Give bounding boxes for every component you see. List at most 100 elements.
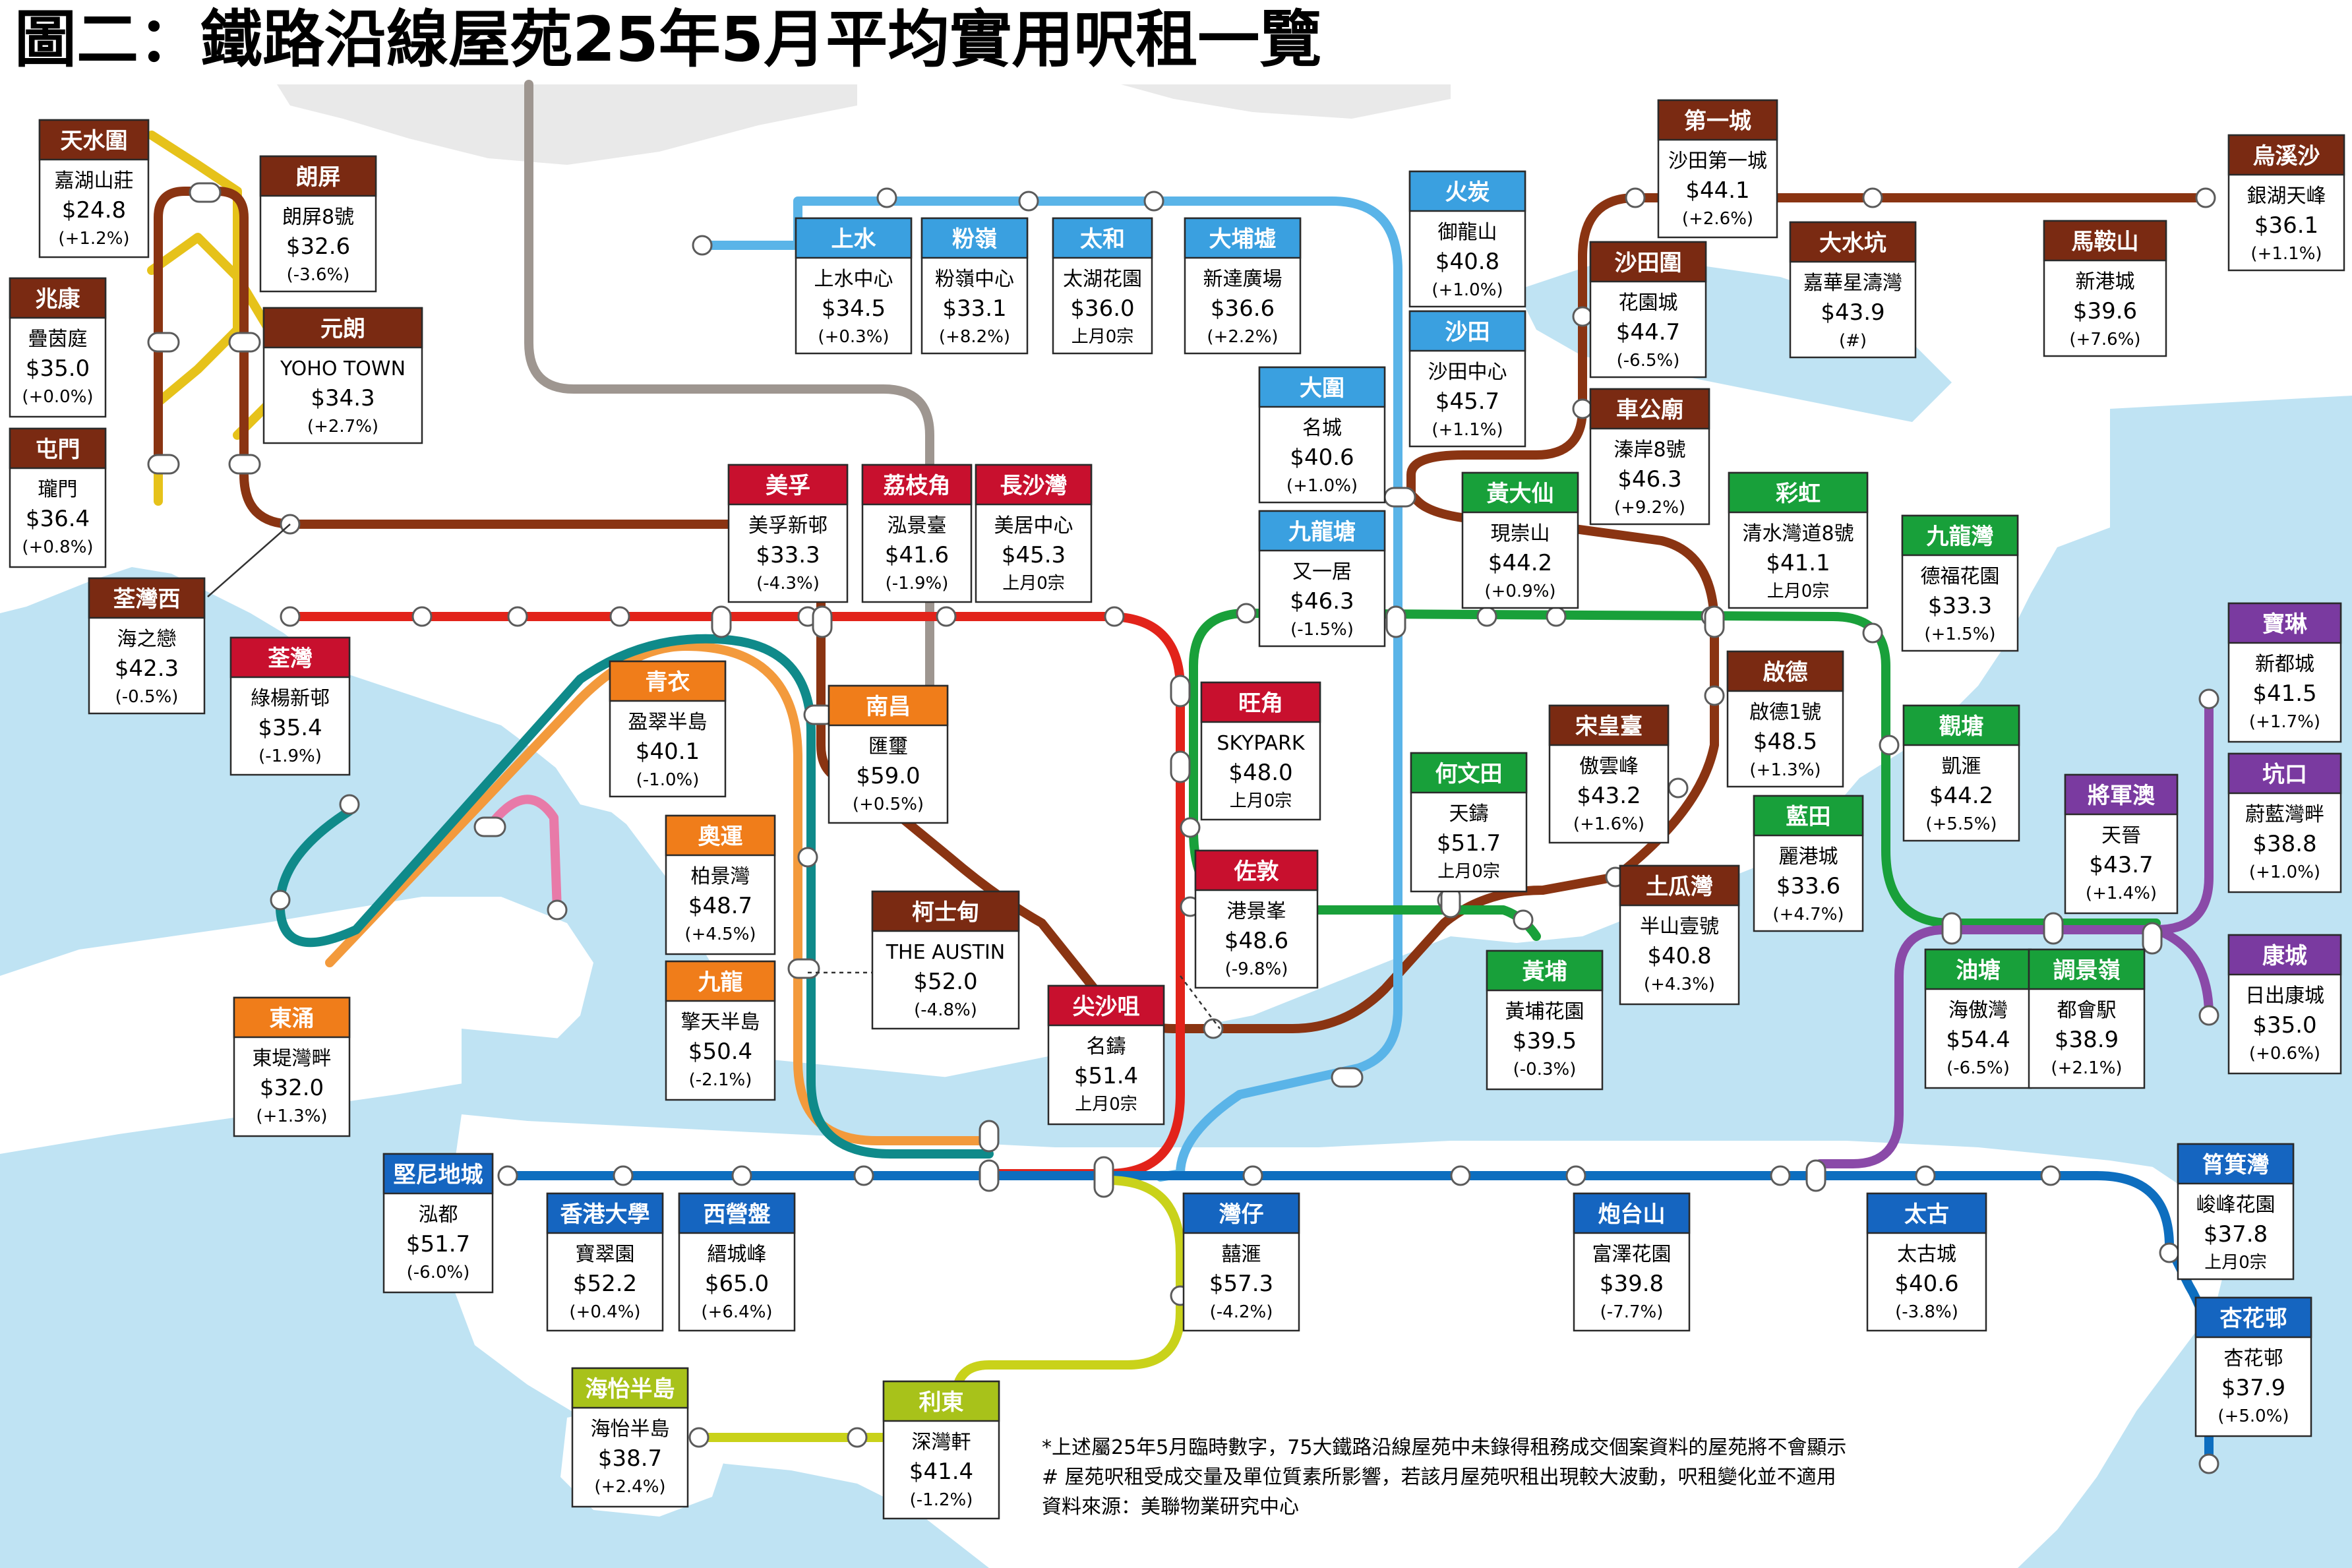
rent-value: $38.8 xyxy=(2252,831,2316,857)
station-box-header xyxy=(262,307,423,349)
station-box-header xyxy=(828,684,949,727)
station-box-header xyxy=(382,1153,494,1195)
footnote-provisional: *上述屬25年5月臨時數字，75大鐵路沿線屋苑中未錄得租務成交個案資料的屋苑將不… xyxy=(1042,1436,1846,1459)
station-box-header xyxy=(1258,366,1386,408)
rent-value: $39.6 xyxy=(2073,298,2137,324)
station-box-header xyxy=(1902,704,2020,746)
rent-value: $34.3 xyxy=(311,385,375,411)
station-box-header xyxy=(609,660,727,702)
station-name: 青衣 xyxy=(646,669,690,696)
rent-value: $24.8 xyxy=(62,197,126,224)
rent-change: 上月0宗 xyxy=(1071,327,1134,347)
rent-value: $35.4 xyxy=(258,715,322,741)
line-tsuen-wan xyxy=(286,612,1185,1178)
station-name: 火炭 xyxy=(1445,179,1490,206)
rent-change: (+1.7%) xyxy=(2249,712,2320,732)
rent-change: (+4.5%) xyxy=(684,924,756,944)
estate-name: 海怡半島 xyxy=(591,1418,670,1441)
estate-name: 東堤灣畔 xyxy=(253,1047,332,1070)
station-name: 南昌 xyxy=(866,694,911,720)
rent-value: $48.6 xyxy=(1224,928,1288,954)
estate-name: 銀湖天峰 xyxy=(2247,185,2326,208)
station-name: 尖沙咀 xyxy=(1073,994,1140,1020)
rent-value: $52.0 xyxy=(913,969,977,995)
station-box-header xyxy=(1184,217,1302,259)
estate-name: 海傲灣 xyxy=(1948,999,2008,1022)
station-name: 九龍 xyxy=(698,969,743,996)
rent-change: (+8.2%) xyxy=(939,327,1010,347)
rent-value: $33.3 xyxy=(756,542,820,568)
rent-change: (+1.3%) xyxy=(1749,760,1821,780)
rent-change: (-7.7%) xyxy=(1600,1302,1664,1322)
rent-change: (-3.8%) xyxy=(1895,1302,1958,1322)
rent-value: $46.3 xyxy=(1290,588,1354,615)
rent-value: $38.9 xyxy=(2055,1027,2119,1053)
station-box-header xyxy=(1901,514,2019,557)
station-name: 第一城 xyxy=(1684,108,1751,135)
station-name: 何文田 xyxy=(1435,761,1503,787)
rent-value: $36.4 xyxy=(26,506,90,532)
station-name: 彩虹 xyxy=(1776,481,1821,507)
estate-name: 新達廣場 xyxy=(1203,268,1282,291)
station-name: 荔枝角 xyxy=(884,473,951,499)
station-name: 康城 xyxy=(2262,943,2307,969)
rent-change: (#) xyxy=(1839,331,1867,351)
estate-name: 德福花園 xyxy=(1921,565,2000,588)
rent-value: $44.2 xyxy=(1488,550,1552,576)
station-box-header xyxy=(678,1192,796,1234)
station-name: 香港大學 xyxy=(560,1201,650,1228)
station-box-header xyxy=(1408,310,1526,352)
rent-value: $37.8 xyxy=(2204,1221,2268,1248)
station-box-header xyxy=(1258,510,1386,552)
station-name: 油塘 xyxy=(1956,957,2001,984)
estate-name: 嘉華星濤灣 xyxy=(1803,272,1902,295)
estate-name: 凱滙 xyxy=(1942,755,1981,778)
estate-name: YOHO TOWN xyxy=(280,357,406,380)
estate-name: 麗港城 xyxy=(1779,845,1838,868)
station-name: 九龍灣 xyxy=(1927,524,1994,550)
estate-name: 新都城 xyxy=(2255,653,2314,676)
station-box-header xyxy=(665,960,776,1002)
station-name: 長沙灣 xyxy=(1000,473,1068,499)
station-name: 土瓜灣 xyxy=(1646,874,1713,900)
estate-name: 新港城 xyxy=(2076,270,2135,293)
rent-value: $51.7 xyxy=(406,1231,470,1257)
station-name: 馬鞍山 xyxy=(2072,229,2139,255)
station-name: 沙田 xyxy=(1445,319,1490,346)
estate-name: 天晉 xyxy=(2101,824,2141,847)
rent-value: $39.8 xyxy=(1600,1271,1664,1297)
rent-change: (-6.0%) xyxy=(407,1263,470,1282)
station-name: 元朗 xyxy=(320,316,365,342)
estate-name: SKYPARK xyxy=(1217,732,1306,755)
station-box-header xyxy=(1486,950,1604,992)
rent-change: 上月0宗 xyxy=(1002,574,1065,593)
rent-value: $46.3 xyxy=(1617,466,1681,493)
estate-name: 朗屏8號 xyxy=(282,206,354,229)
estate-name: 傲雲峰 xyxy=(1579,755,1639,778)
rent-value: $33.3 xyxy=(1928,593,1992,619)
rent-value: $35.0 xyxy=(2252,1012,2316,1039)
rent-change: (+2.2%) xyxy=(1207,327,1278,347)
station-box-header xyxy=(1182,1192,1300,1234)
station-box-header xyxy=(259,155,377,197)
station-box-header xyxy=(546,1192,664,1234)
rent-change: (+1.5%) xyxy=(1924,624,1995,644)
rent-value: $43.9 xyxy=(1821,299,1885,326)
